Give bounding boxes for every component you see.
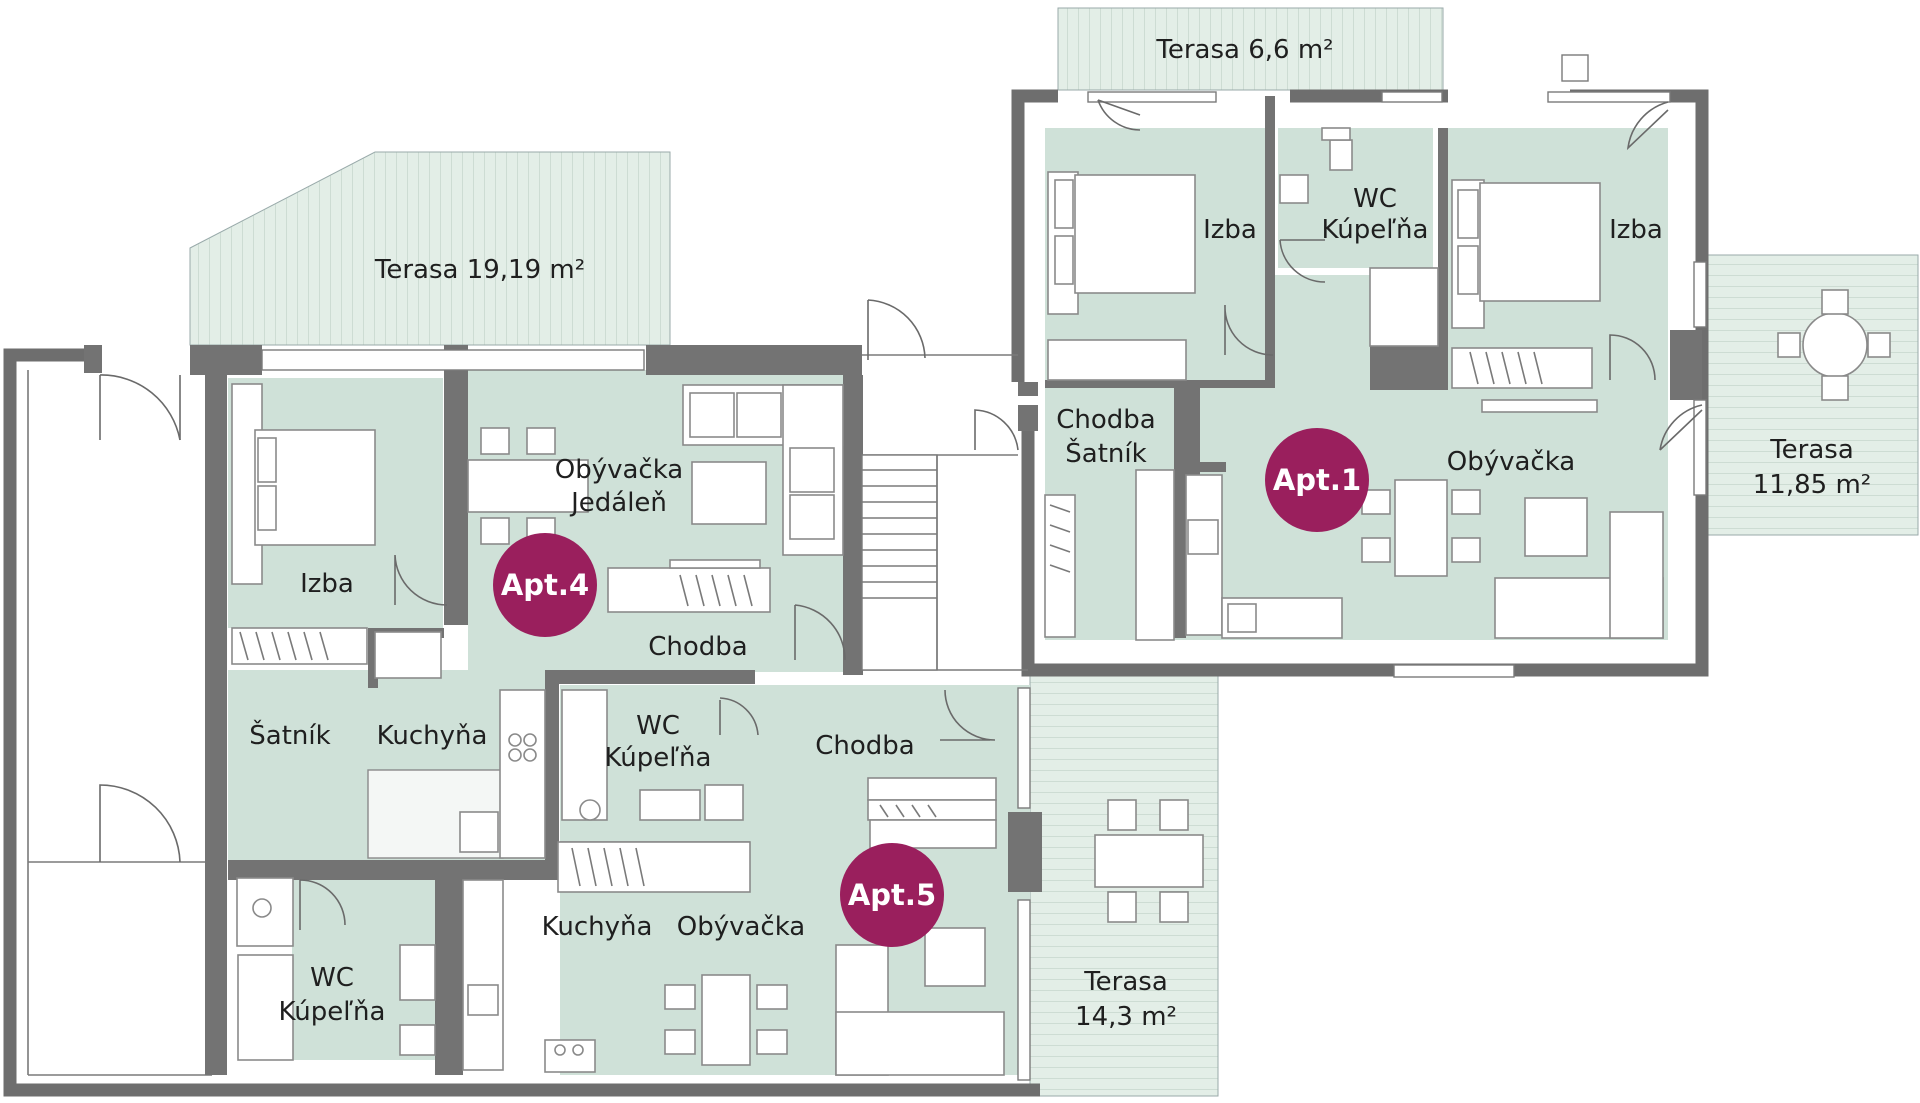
kitchen-apt5 <box>462 879 596 1073</box>
terrace-14-table <box>1094 799 1204 923</box>
wardrobe-apt4 <box>231 627 368 665</box>
apt1-izba-left: Izba <box>1203 215 1257 245</box>
sofa-apt4 <box>682 384 844 556</box>
terrace-11-label-area: 11,85 m² <box>1753 470 1871 500</box>
terrace-14-label-area: 14,3 m² <box>1075 1002 1177 1032</box>
apt5-chodba: Chodba <box>815 731 914 761</box>
apt1-chodba: Chodba <box>1056 405 1155 435</box>
apt4-kupelna: Kúpeľňa <box>279 997 386 1027</box>
bathroom-apt4 <box>236 877 436 1061</box>
stair-hall <box>861 354 1028 671</box>
stairs <box>861 454 938 671</box>
apt4-kuchyna: Kuchyňa <box>377 721 488 751</box>
apt4-obyvacka: Obývačka <box>555 455 684 485</box>
furniture <box>231 127 1891 1076</box>
room-labels: Terasa 6,6 m² Terasa 19,19 m² Terasa 11,… <box>249 35 1871 1032</box>
terrace-14-label-name: Terasa <box>1083 967 1168 997</box>
apt1-satnik: Šatník <box>1065 437 1146 469</box>
windows <box>261 54 1707 1081</box>
apt4-chodba: Chodba <box>648 632 747 662</box>
terrace-11-label-name: Terasa <box>1769 435 1854 465</box>
bathroom-apt1 <box>1279 127 1439 347</box>
apartment-badges: Apt.1 Apt.4 Apt.5 <box>493 428 1369 947</box>
living-apt1 <box>1361 399 1664 639</box>
bed-apt1-right <box>1451 179 1601 389</box>
kitchen-apt1 <box>1185 474 1343 639</box>
badge-apt4[interactable]: Apt.4 <box>493 533 597 637</box>
apt1-kupelna: Kúpeľňa <box>1322 215 1429 245</box>
sofa-apt5 <box>835 927 1005 1076</box>
badge-apt1[interactable]: Apt.1 <box>1265 428 1369 532</box>
apt5-wc: WC <box>636 711 680 741</box>
terrace-19-label: Terasa 19,19 m² <box>374 255 585 285</box>
svg-text:Apt.1: Apt.1 <box>1273 463 1361 497</box>
bed-apt1-left <box>1047 171 1196 381</box>
apt5-kupelna: Kúpeľňa <box>605 743 712 773</box>
apt1-obyvacka: Obývačka <box>1447 447 1576 477</box>
bed-apt4 <box>231 383 376 585</box>
doors <box>99 99 1703 930</box>
dining-apt4 <box>467 427 589 545</box>
apt1-wc: WC <box>1353 184 1397 214</box>
apt4-wc: WC <box>310 963 354 993</box>
terrace-11-area <box>1699 254 1919 536</box>
tv-unit-apt4 <box>607 559 771 613</box>
svg-text:Apt.4: Apt.4 <box>501 568 589 602</box>
apt1-izba-right: Izba <box>1609 215 1663 245</box>
terrace-11-table <box>1777 289 1891 401</box>
badge-apt5[interactable]: Apt.5 <box>840 843 944 947</box>
dining-apt5 <box>664 974 788 1066</box>
wardrobe-apt1-hall <box>1044 469 1175 641</box>
terrace-6-label: Terasa 6,6 m² <box>1155 35 1333 65</box>
svg-text:Apt.5: Apt.5 <box>848 878 936 912</box>
apt4-jedalen: Jedáleň <box>569 488 667 518</box>
apt4-izba: Izba <box>300 569 354 599</box>
terrace-19-area <box>189 151 671 346</box>
shelf-apt5 <box>867 777 997 849</box>
kitchen-apt4 <box>367 631 546 859</box>
bathroom-apt5 <box>557 689 751 893</box>
terrace-6-area <box>1057 7 1444 91</box>
apt5-kuchyna: Kuchyňa <box>542 912 653 942</box>
apt4-satnik: Šatník <box>249 719 330 751</box>
apt5-obyvacka: Obývačka <box>677 912 806 942</box>
